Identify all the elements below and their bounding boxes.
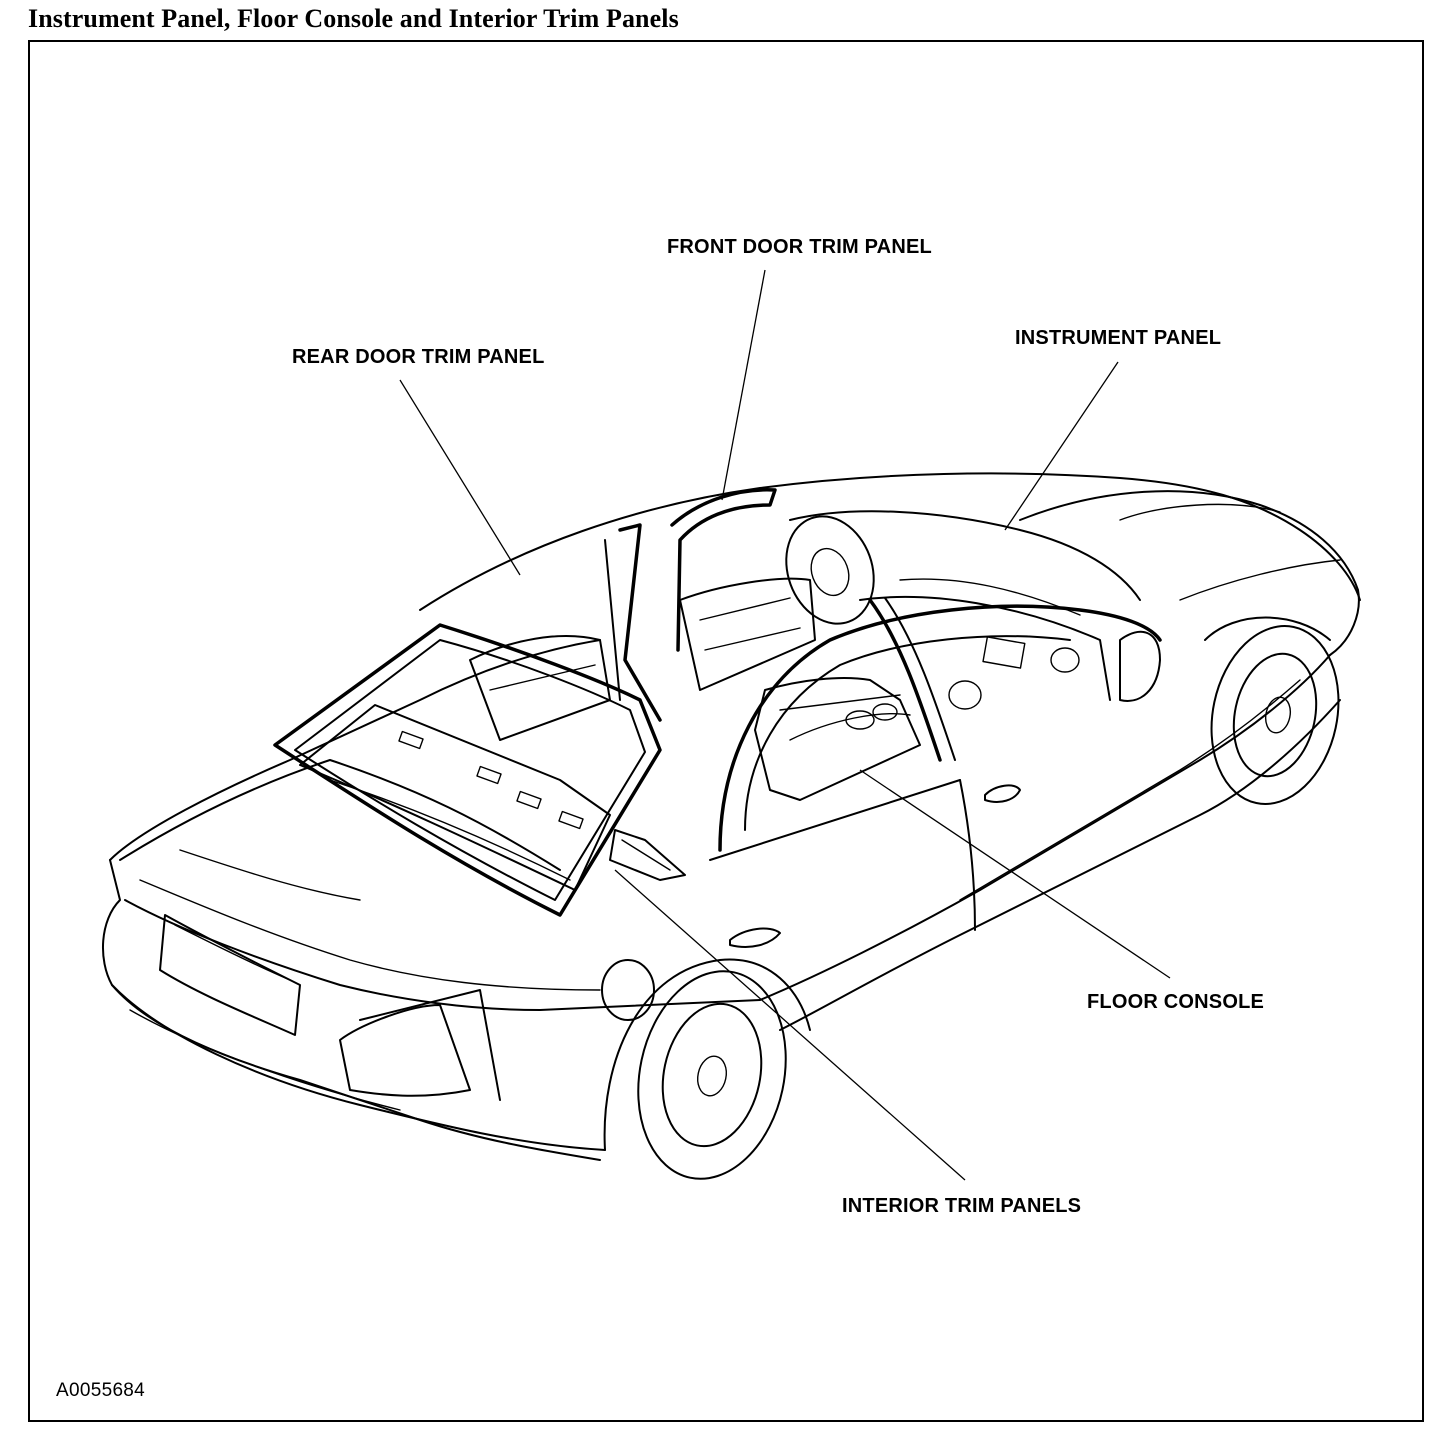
callout-interior-trim-panels: INTERIOR TRIM PANELS [842, 1195, 1082, 1217]
leader-interior-trim-panels [614, 869, 966, 1181]
callout-front-door-trim-panel: FRONT DOOR TRIM PANEL [667, 236, 932, 258]
callout-rear-door-trim-panel: REAR DOOR TRIM PANEL [292, 346, 545, 368]
diagram-frame [28, 40, 1424, 1422]
callout-instrument-panel: INSTRUMENT PANEL [1015, 327, 1222, 349]
leader-floor-console [859, 769, 1171, 979]
leader-front-door-trim-panel [721, 269, 766, 501]
callout-floor-console: FLOOR CONSOLE [1087, 991, 1265, 1013]
page-title: Instrument Panel, Floor Console and Inte… [28, 4, 679, 33]
leader-instrument-panel [1004, 361, 1119, 531]
leader-lines [399, 269, 1171, 1181]
leader-rear-door-trim-panel [399, 379, 521, 576]
figure-id: A0055684 [56, 1380, 146, 1401]
car-body [102, 472, 1361, 1180]
